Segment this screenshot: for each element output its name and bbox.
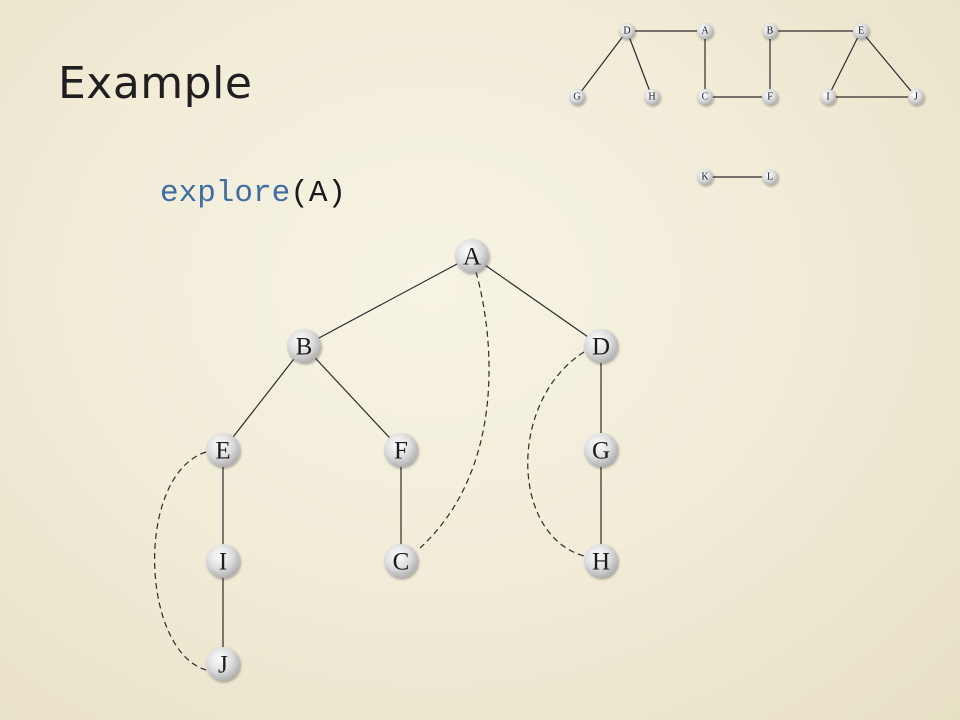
graph-node-label: E xyxy=(858,26,864,37)
tree-node-j: J xyxy=(206,647,240,681)
graph-node-k: K xyxy=(697,169,713,185)
tree-node-f: F xyxy=(384,433,418,467)
graph-edge-e-j xyxy=(860,30,917,98)
graph-node-label: C xyxy=(702,92,709,103)
graph-node-label: D xyxy=(623,26,630,37)
graph-node-h: H xyxy=(644,89,660,105)
tree-node-label: I xyxy=(219,549,227,576)
tree-node-label: E xyxy=(215,438,230,465)
tree-node-d: D xyxy=(584,329,618,363)
graph-node-e: E xyxy=(853,23,869,39)
tree-edge-a-d xyxy=(471,255,602,347)
tree-node-label: C xyxy=(393,549,410,576)
back-edge-d-h xyxy=(527,351,585,557)
tree-node-i: I xyxy=(206,544,240,578)
graph-node-a: A xyxy=(697,23,713,39)
graph-node-g: G xyxy=(569,89,585,105)
graph-edge-d-h xyxy=(626,30,653,98)
graph-node-i: I xyxy=(820,89,836,105)
tree-node-h: H xyxy=(584,544,618,578)
graph-nodes: D A B E G H C F I J K L xyxy=(569,23,924,185)
tree-edges xyxy=(222,255,602,664)
graph-node-label: K xyxy=(701,172,709,183)
tree-edge-a-b xyxy=(303,255,473,347)
graph-node-label: I xyxy=(826,92,829,103)
slide-title: Example xyxy=(58,58,253,109)
tree-node-label: A xyxy=(463,244,481,271)
graph-node-c: C xyxy=(697,89,713,105)
back-edges xyxy=(154,271,585,671)
tree-node-label: H xyxy=(592,549,610,576)
back-edge-a-c xyxy=(419,271,490,549)
graph-node-label: J xyxy=(914,92,918,103)
graph-edge-e-i xyxy=(827,30,862,98)
graph-edges xyxy=(576,30,917,178)
function-name: explore xyxy=(160,176,291,211)
graph-node-j: J xyxy=(908,89,924,105)
graph-node-label: H xyxy=(648,92,655,103)
tree-node-a: A xyxy=(455,239,489,273)
tree-node-label: B xyxy=(296,334,313,361)
graph-node-l: L xyxy=(762,169,778,185)
graph-node-d: D xyxy=(619,23,635,39)
tree-nodes: A B D E F G I C H J xyxy=(206,239,618,681)
tree-node-g: G xyxy=(584,433,618,467)
tree-node-c: C xyxy=(384,544,418,578)
tree-node-label: G xyxy=(592,438,610,465)
graph-node-label: L xyxy=(767,172,773,183)
graph-node-label: A xyxy=(701,26,709,37)
tree-node-label: D xyxy=(592,334,610,361)
tree-node-e: E xyxy=(206,433,240,467)
tree-node-label: J xyxy=(218,652,228,679)
graph-node-label: F xyxy=(767,92,773,103)
explore-call: explore(A) xyxy=(160,176,346,211)
graph-node-label: G xyxy=(573,92,580,103)
graph-node-label: B xyxy=(767,26,774,37)
reference-graph: D A B E G H C F I J K L xyxy=(569,23,924,185)
graph-node-b: B xyxy=(762,23,778,39)
tree-node-label: F xyxy=(394,438,408,465)
graph-edge-d-g xyxy=(576,30,628,98)
graph-node-f: F xyxy=(762,89,778,105)
open-paren: ( xyxy=(290,176,309,211)
back-edge-e-j xyxy=(154,451,207,671)
call-argument: A xyxy=(308,176,328,211)
close-paren: ) xyxy=(327,176,347,211)
tree-edge-b-e xyxy=(222,345,305,451)
tree-edge-b-f xyxy=(303,345,402,451)
tree-node-b: B xyxy=(287,329,321,363)
